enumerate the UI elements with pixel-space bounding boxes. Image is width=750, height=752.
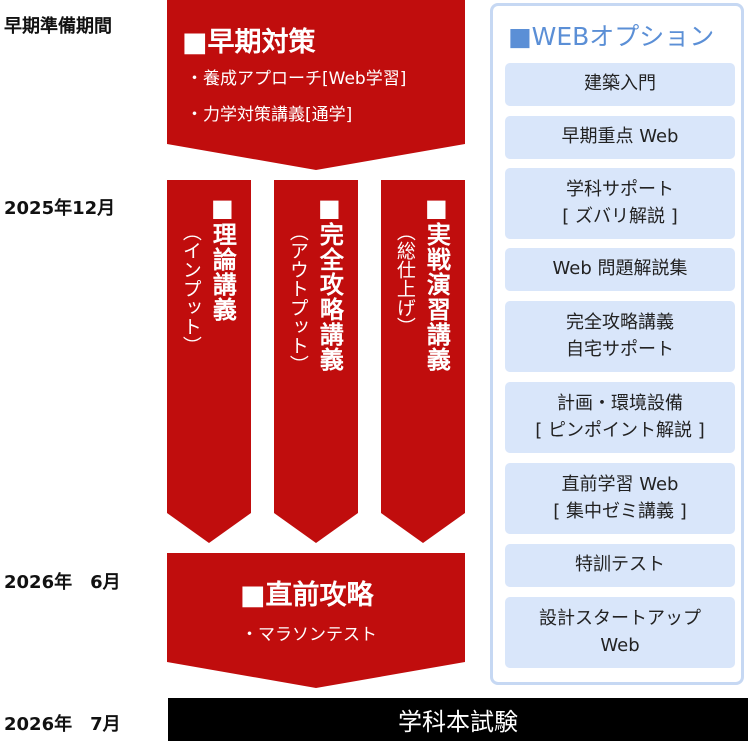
web-item-1-line1: 建築入門: [584, 73, 656, 95]
column3-title: 実戦演習講義: [422, 222, 451, 372]
column2-sub: （アウトプット）: [286, 222, 309, 374]
web-item-3-line2: [ ズバリ解説 ]: [562, 205, 678, 227]
web-item-2: 早期重点 Web: [505, 116, 735, 159]
column3-arrow-shape: [381, 180, 465, 543]
label-2026-06: 2026年 6月: [4, 572, 121, 593]
web-item-4: Web 問題解説集: [505, 248, 735, 291]
early-title: ■早期対策: [182, 27, 316, 58]
web-item-6: 計画・環境設備 [ ピンポイント解説 ]: [505, 382, 735, 453]
early-bullet-2: ・力学対策講義[通学]: [186, 105, 353, 125]
label-early-period: 早期準備期間: [4, 16, 112, 37]
final-title: ■直前攻略: [240, 580, 374, 611]
column1-square: ■: [208, 194, 237, 223]
web-item-9: 設計スタートアップ Web: [505, 597, 735, 668]
web-item-6-line1: 計画・環境設備: [557, 393, 683, 415]
web-item-9-line2: Web: [600, 634, 640, 656]
web-item-3-line1: 学科サポート: [566, 179, 674, 201]
web-item-8-line1: 特訓テスト: [575, 554, 665, 576]
column3-sub: （総仕上げ）: [393, 222, 416, 336]
column1-arrow-shape: [167, 180, 251, 543]
web-item-5-line2: 自宅サポート: [566, 338, 674, 360]
column1-sub: （インプット）: [179, 222, 202, 355]
web-item-9-line1: 設計スタートアップ: [539, 608, 701, 630]
early-bullet-1: ・養成アプローチ[Web学習]: [186, 69, 407, 89]
web-options-title: ■WEBオプション: [508, 22, 715, 51]
web-item-1: 建築入門: [505, 63, 735, 106]
column2-arrow-shape: [274, 180, 358, 543]
exam-label: 学科本試験: [398, 708, 518, 736]
web-item-5: 完全攻略講義 自宅サポート: [505, 301, 735, 372]
column2-title: 完全攻略講義: [315, 222, 344, 372]
web-item-4-line1: Web 問題解説集: [552, 258, 688, 280]
web-item-8: 特訓テスト: [505, 544, 735, 587]
final-arrow-shape: [167, 553, 465, 688]
column1-title: 理論講義: [208, 222, 237, 322]
web-item-6-line2: [ ピンポイント解説 ]: [535, 419, 705, 441]
final-bullet: ・マラソンテスト: [241, 625, 377, 645]
column2-square: ■: [315, 194, 344, 223]
exam-bar: 学科本試験: [168, 698, 748, 741]
web-item-7-line2: [ 集中ゼミ講義 ]: [553, 500, 687, 522]
early-arrow-shape: [167, 0, 465, 170]
web-item-5-line1: 完全攻略講義: [566, 312, 674, 334]
label-2026-07: 2026年 7月: [4, 714, 121, 735]
web-item-7: 直前学習 Web [ 集中ゼミ講義 ]: [505, 463, 735, 534]
web-item-3: 学科サポート [ ズバリ解説 ]: [505, 168, 735, 239]
label-2025-12: 2025年12月: [4, 198, 116, 219]
web-item-2-line1: 早期重点 Web: [561, 126, 679, 148]
column3-square: ■: [422, 194, 451, 223]
web-item-7-line1: 直前学習 Web: [561, 474, 679, 496]
